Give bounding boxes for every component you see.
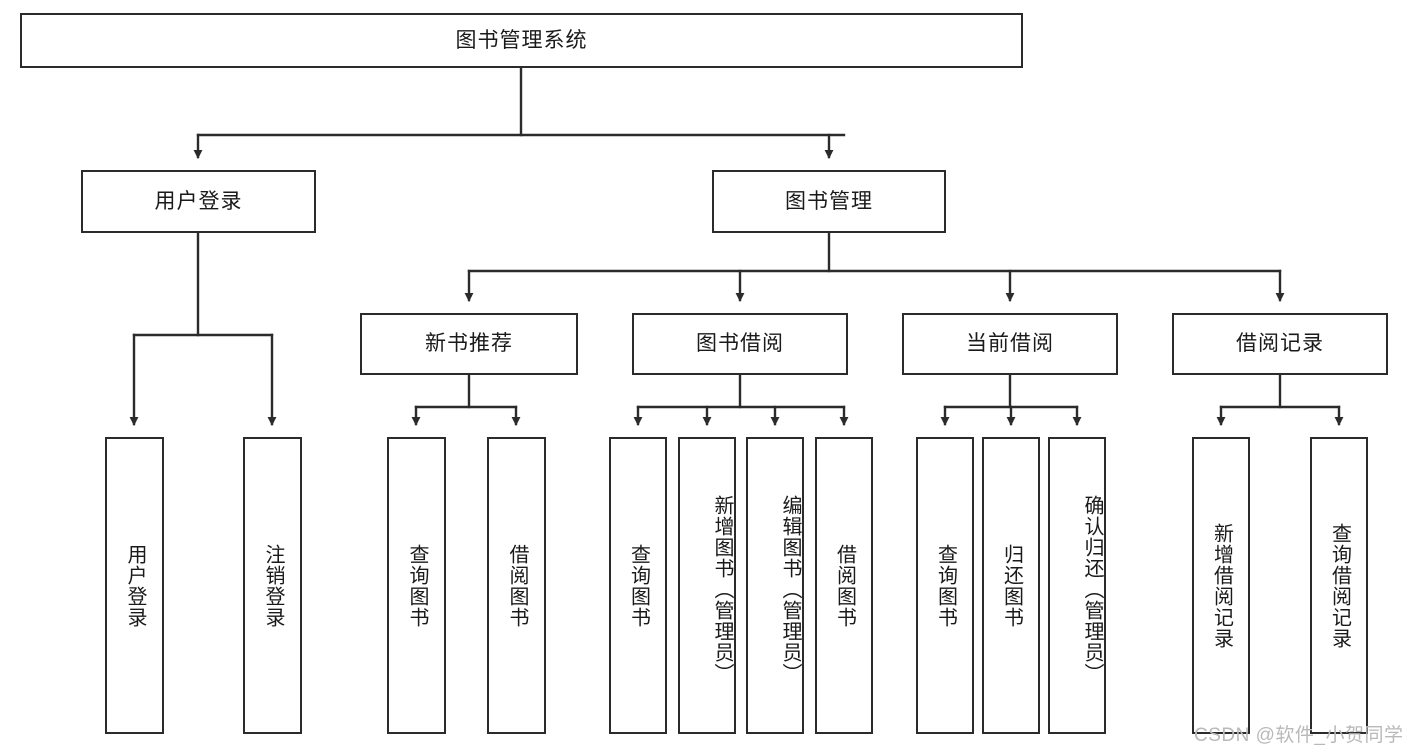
leaf-borrow-book-recommend[interactable]: 借阅图书 — [487, 437, 546, 734]
leaf-add-book-admin[interactable]: 新增图书（管理员） — [678, 437, 736, 734]
leaf-query-borrow-record[interactable]: 查询借阅记录 — [1310, 437, 1368, 734]
node-current-borrow[interactable]: 当前借阅 — [902, 313, 1118, 375]
node-book-borrow[interactable]: 图书借阅 — [632, 313, 848, 375]
leaf-user-login[interactable]: 用户登录 — [105, 437, 164, 734]
node-root[interactable]: 图书管理系统 — [20, 13, 1023, 68]
leaf-confirm-return-admin[interactable]: 确认归还（管理员） — [1048, 437, 1106, 734]
leaf-query-book-current[interactable]: 查询图书 — [916, 437, 974, 734]
leaf-user-logout[interactable]: 注销登录 — [243, 437, 302, 734]
node-book-manage[interactable]: 图书管理 — [712, 170, 946, 233]
leaf-add-borrow-record[interactable]: 新增借阅记录 — [1192, 437, 1250, 734]
node-new-book-recommend[interactable]: 新书推荐 — [360, 313, 578, 375]
leaf-edit-book-admin[interactable]: 编辑图书（管理员） — [746, 437, 804, 734]
leaf-return-book[interactable]: 归还图书 — [982, 437, 1040, 734]
node-user-login[interactable]: 用户登录 — [81, 170, 316, 233]
leaf-query-book-borrow[interactable]: 查询图书 — [609, 437, 667, 734]
leaf-query-book-recommend[interactable]: 查询图书 — [387, 437, 446, 734]
csdn-watermark: CSDN @软件_小贺同学 — [1194, 725, 1404, 746]
leaf-borrow-book-borrow[interactable]: 借阅图书 — [815, 437, 873, 734]
node-borrow-record[interactable]: 借阅记录 — [1172, 313, 1388, 375]
